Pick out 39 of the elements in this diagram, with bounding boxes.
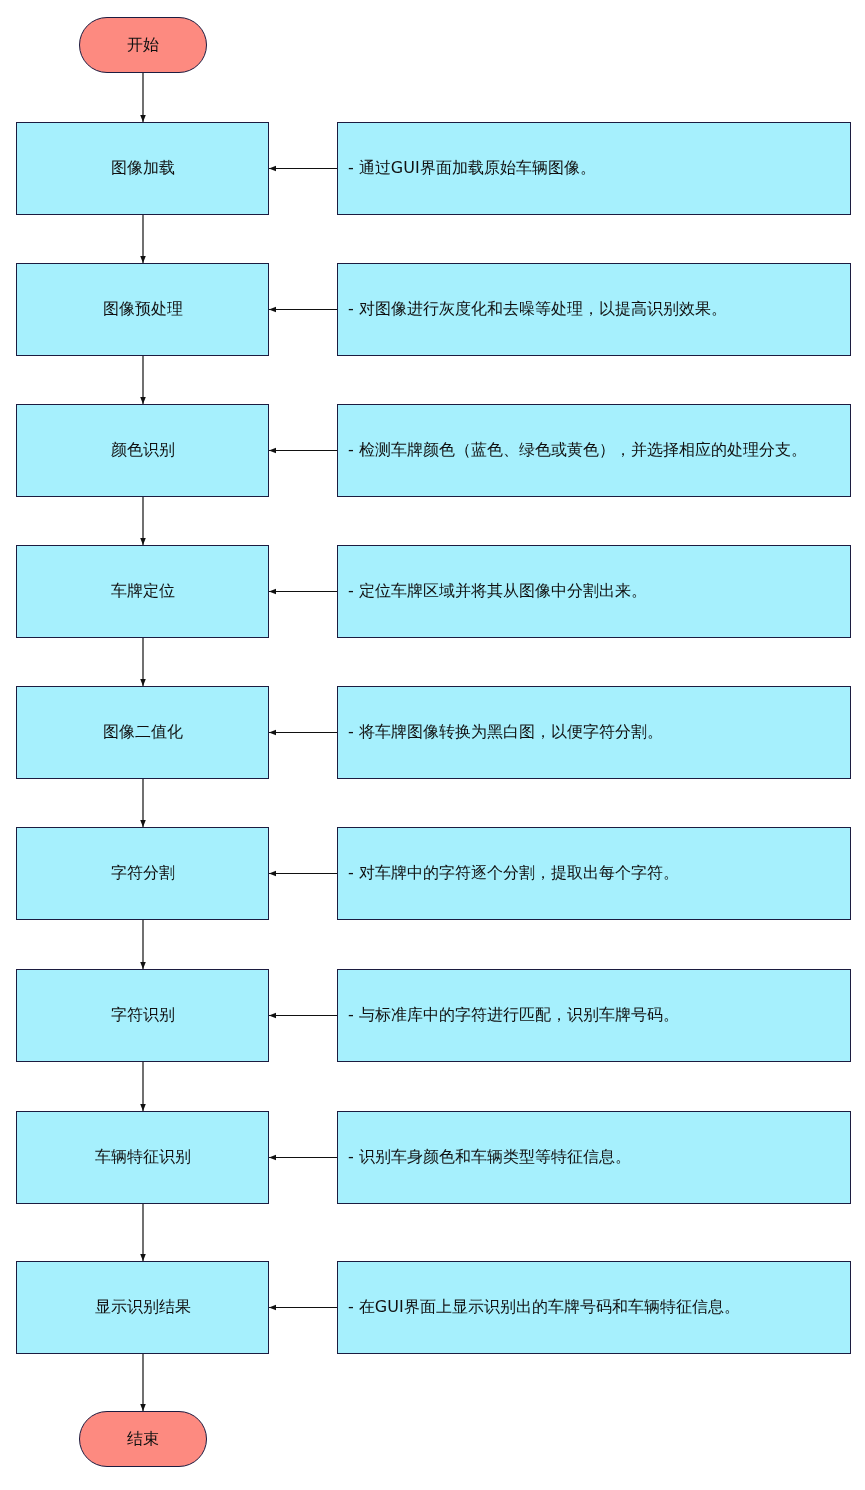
arrow — [268, 870, 338, 877]
arrow — [268, 729, 338, 736]
arrow — [268, 1012, 338, 1019]
arrow — [140, 1353, 146, 1412]
process-box: 车牌定位 — [16, 545, 269, 638]
note-box: - 在GUI界面上显示识别出的车牌号码和车辆特征信息。 — [337, 1261, 851, 1354]
arrow — [268, 1154, 338, 1161]
terminal-pill: 开始 — [79, 17, 207, 73]
arrow — [140, 778, 146, 828]
note-box: - 与标准库中的字符进行匹配，识别车牌号码。 — [337, 969, 851, 1062]
arrow — [268, 588, 338, 595]
terminal-pill: 结束 — [79, 1411, 207, 1467]
arrow — [140, 496, 146, 546]
arrow — [140, 355, 146, 405]
process-box: 图像二值化 — [16, 686, 269, 779]
arrow — [140, 919, 146, 970]
arrow — [140, 637, 146, 687]
process-box: 字符识别 — [16, 969, 269, 1062]
process-box: 图像加载 — [16, 122, 269, 215]
note-box: - 将车牌图像转换为黑白图，以便字符分割。 — [337, 686, 851, 779]
arrow — [268, 1304, 338, 1311]
note-box: - 定位车牌区域并将其从图像中分割出来。 — [337, 545, 851, 638]
arrow — [140, 1061, 146, 1112]
process-box: 车辆特征识别 — [16, 1111, 269, 1204]
note-box: - 通过GUI界面加载原始车辆图像。 — [337, 122, 851, 215]
process-box: 图像预处理 — [16, 263, 269, 356]
process-box: 显示识别结果 — [16, 1261, 269, 1354]
arrow — [268, 165, 338, 172]
arrow — [268, 306, 338, 313]
note-box: - 识别车身颜色和车辆类型等特征信息。 — [337, 1111, 851, 1204]
note-box: - 对图像进行灰度化和去噪等处理，以提高识别效果。 — [337, 263, 851, 356]
arrow — [140, 214, 146, 264]
process-box: 颜色识别 — [16, 404, 269, 497]
note-box: - 对车牌中的字符逐个分割，提取出每个字符。 — [337, 827, 851, 920]
arrow — [268, 447, 338, 454]
arrow — [140, 72, 146, 123]
process-box: 字符分割 — [16, 827, 269, 920]
arrow — [140, 1203, 146, 1262]
note-box: - 检测车牌颜色（蓝色、绿色或黄色），并选择相应的处理分支。 — [337, 404, 851, 497]
